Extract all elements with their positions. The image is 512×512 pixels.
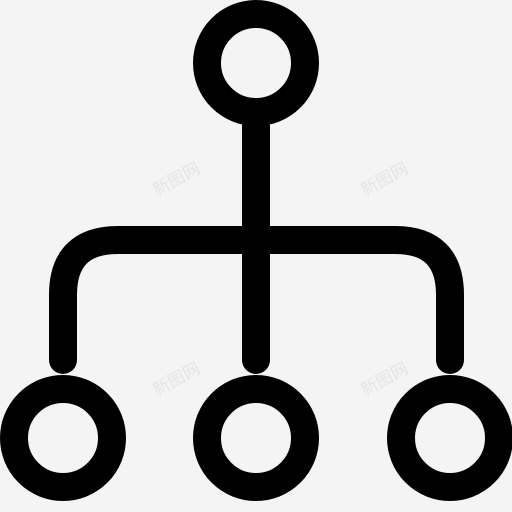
branch-connector (49, 226, 464, 374)
bottom-right-node-circle (387, 375, 512, 501)
bottom-center-node-circle (193, 375, 319, 501)
bottom-left-node-circle (0, 375, 126, 501)
top-node-circle (193, 0, 319, 126)
